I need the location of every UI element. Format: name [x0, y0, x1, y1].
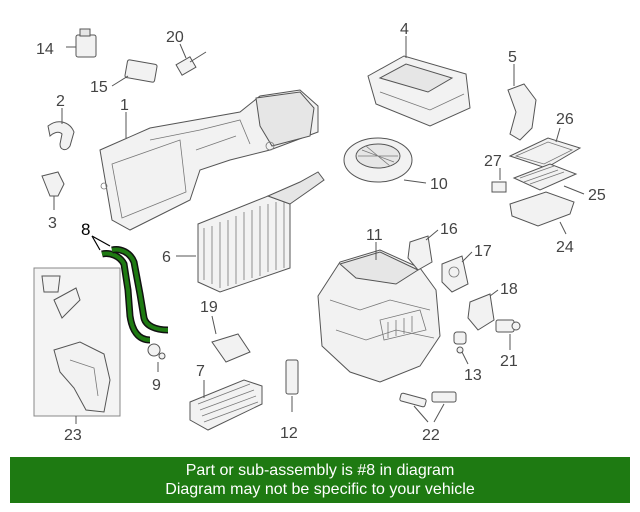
part-10-blower[interactable] — [343, 137, 427, 184]
callout-8: 8 — [81, 220, 90, 239]
part-9-clamp[interactable] — [147, 343, 166, 372]
callout-23: 23 — [64, 427, 82, 444]
callout-19: 19 — [200, 299, 218, 316]
callout-4: 4 — [400, 21, 409, 38]
part-4-case[interactable] — [367, 36, 471, 127]
part-7-heater-core[interactable] — [189, 379, 263, 431]
callout-25: 25 — [588, 187, 606, 204]
callout-3: 3 — [48, 215, 57, 232]
part-5-bracket[interactable] — [507, 64, 537, 141]
callout-16: 16 — [440, 221, 458, 238]
hvac-parts-diagram: 14 20 15 2 3 1 4 — [33, 21, 606, 444]
part-18-actuator[interactable] — [467, 289, 499, 331]
callout-14: 14 — [36, 41, 54, 58]
part-14-sensor[interactable] — [66, 28, 97, 58]
callout-26: 26 — [556, 111, 574, 128]
part-11-hvac-unit[interactable] — [317, 242, 441, 383]
callout-9: 9 — [152, 377, 161, 394]
callout-13: 13 — [464, 367, 482, 384]
part-21-sensor[interactable] — [495, 319, 521, 350]
callout-18: 18 — [500, 281, 518, 298]
vehicle-fitment-banner: Part or sub-assembly is #8 in diagram Di… — [10, 457, 630, 503]
banner-line-1: Part or sub-assembly is #8 in diagram — [185, 462, 455, 479]
part-19-actuator[interactable] — [211, 315, 251, 363]
part-12-bracket[interactable] — [285, 359, 299, 412]
callout-24: 24 — [556, 239, 574, 256]
callout-21: 21 — [500, 353, 518, 370]
callout-17: 17 — [474, 243, 492, 260]
part-22-sensors[interactable] — [399, 391, 457, 423]
part-24-filter-housing[interactable] — [509, 191, 575, 235]
part-16-actuator[interactable] — [407, 229, 439, 271]
callout-7: 7 — [196, 363, 205, 380]
callout-27: 27 — [484, 153, 502, 170]
part-15-module[interactable] — [111, 59, 158, 87]
callout-6: 6 — [162, 249, 171, 266]
part-13-sensor[interactable] — [453, 331, 469, 365]
part-2-hose[interactable] — [47, 108, 75, 151]
part-20-sensor[interactable] — [175, 43, 207, 76]
callout-10: 10 — [430, 176, 448, 193]
callout-20: 20 — [166, 29, 184, 46]
callout-1: 1 — [120, 97, 129, 114]
part-23-panel-group[interactable] — [33, 267, 121, 424]
callout-12: 12 — [280, 425, 298, 442]
part-8-heater-hoses[interactable] — [91, 235, 169, 344]
callout-15: 15 — [90, 79, 108, 96]
part-6-evaporator[interactable] — [176, 171, 325, 293]
callout-5: 5 — [508, 49, 517, 66]
part-26-filter-cover[interactable] — [508, 127, 582, 169]
callout-22: 22 — [422, 427, 440, 444]
banner-line-2: Diagram may not be specific to your vehi… — [165, 481, 475, 498]
part-3-duct[interactable] — [41, 171, 65, 210]
callout-11: 11 — [366, 227, 383, 244]
part-1-housing[interactable] — [99, 89, 319, 231]
part-25-filter[interactable] — [512, 163, 585, 195]
part-27-clip[interactable] — [491, 168, 507, 193]
part-17-actuator[interactable] — [441, 251, 473, 293]
callout-2: 2 — [56, 93, 65, 110]
